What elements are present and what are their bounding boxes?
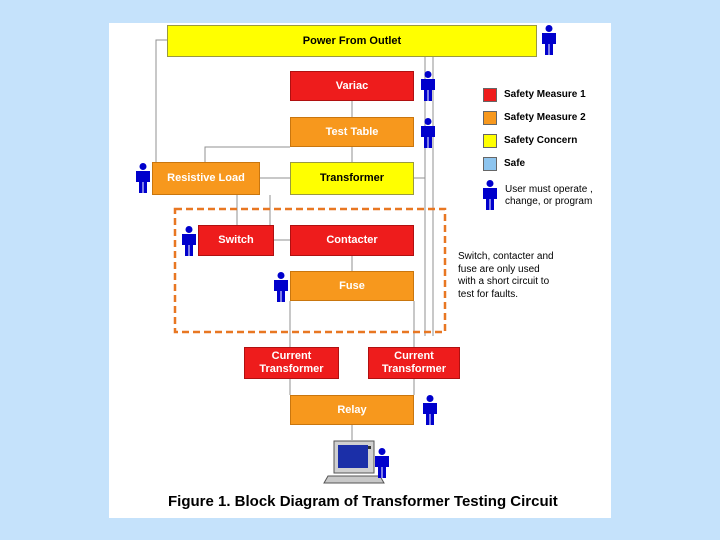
transformer-block: Transformer [290,162,414,195]
test-table-block: Test Table [290,117,414,147]
legend-label: Safety Measure 2 [504,112,586,123]
current-transformer-left-block: Current Transformer [244,347,339,379]
power-from-outlet-block: Power From Outlet [167,25,537,57]
switch-block: Switch [198,225,274,256]
legend-swatch-safety-concern [483,134,497,148]
legend-label: Safety Measure 1 [504,89,586,100]
person-icon [542,25,556,55]
legend-user-label: User must operate , change, or program [505,184,593,207]
current-transformer-right-block: Current Transformer [368,347,460,379]
person-icon [136,163,150,193]
legend-swatch-safety-measure-1 [483,88,497,102]
fuse-block: Fuse [290,271,414,301]
variac-block: Variac [290,71,414,101]
wire [155,39,167,163]
contacter-block: Contacter [290,225,414,256]
wire [204,146,290,162]
short-circuit-group-box [173,207,447,334]
person-icon [483,180,497,210]
legend-swatch-safe [483,157,497,171]
resistive-load-block: Resistive Load [152,162,260,195]
computer-icon [323,440,385,484]
short-circuit-note: Switch, contacter and fuse are only used… [458,251,554,300]
person-icon [274,272,288,302]
person-icon [182,226,196,256]
legend-label: Safe [504,158,526,169]
legend-label: Safety Concern [504,135,578,146]
relay-block: Relay [290,395,414,425]
figure-caption: Figure 1. Block Diagram of Transformer T… [168,493,558,510]
person-icon [375,448,389,478]
diagram-panel [109,23,611,518]
legend-swatch-safety-measure-2 [483,111,497,125]
person-icon [423,395,437,425]
